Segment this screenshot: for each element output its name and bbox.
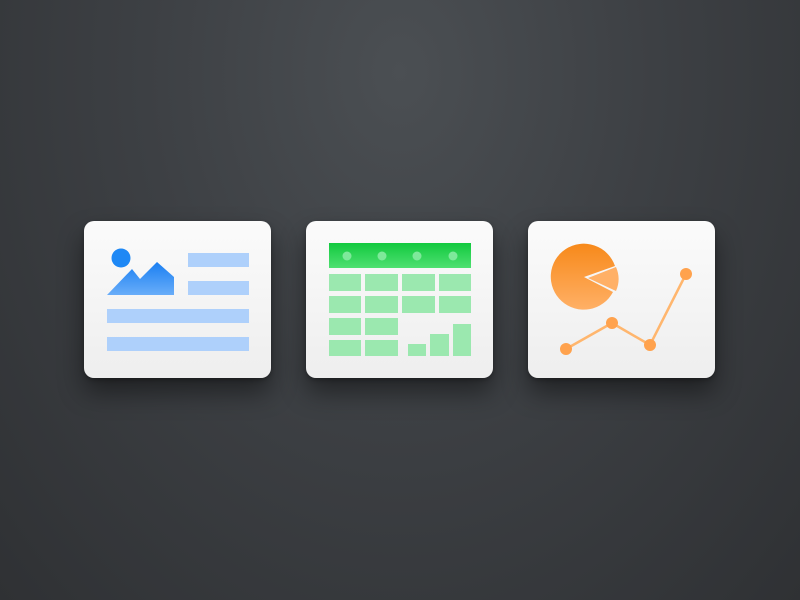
line-chart-icon [565, 273, 688, 351]
header-dot [342, 251, 352, 261]
pie-chart-icon [550, 243, 615, 310]
header-dot [377, 251, 387, 261]
text-line [188, 281, 249, 295]
document-icon [107, 248, 249, 351]
document-app-icon[interactable] [84, 221, 271, 378]
header-dot [448, 251, 458, 261]
mountain-icon [107, 262, 174, 295]
text-line [107, 337, 249, 351]
text-line [188, 253, 249, 267]
spreadsheet-icon [329, 243, 471, 356]
chart-icon [550, 243, 692, 355]
sun-icon [111, 248, 131, 268]
text-line [107, 309, 249, 323]
sheet-header-bar [329, 243, 471, 268]
sheet-cells [329, 274, 471, 356]
line-chart-points [560, 268, 692, 355]
mini-bar-chart [408, 324, 471, 356]
header-dot [412, 251, 422, 261]
pie-slice [588, 267, 619, 291]
chart-app-icon[interactable] [528, 221, 715, 378]
spreadsheet-app-icon[interactable] [306, 221, 493, 378]
